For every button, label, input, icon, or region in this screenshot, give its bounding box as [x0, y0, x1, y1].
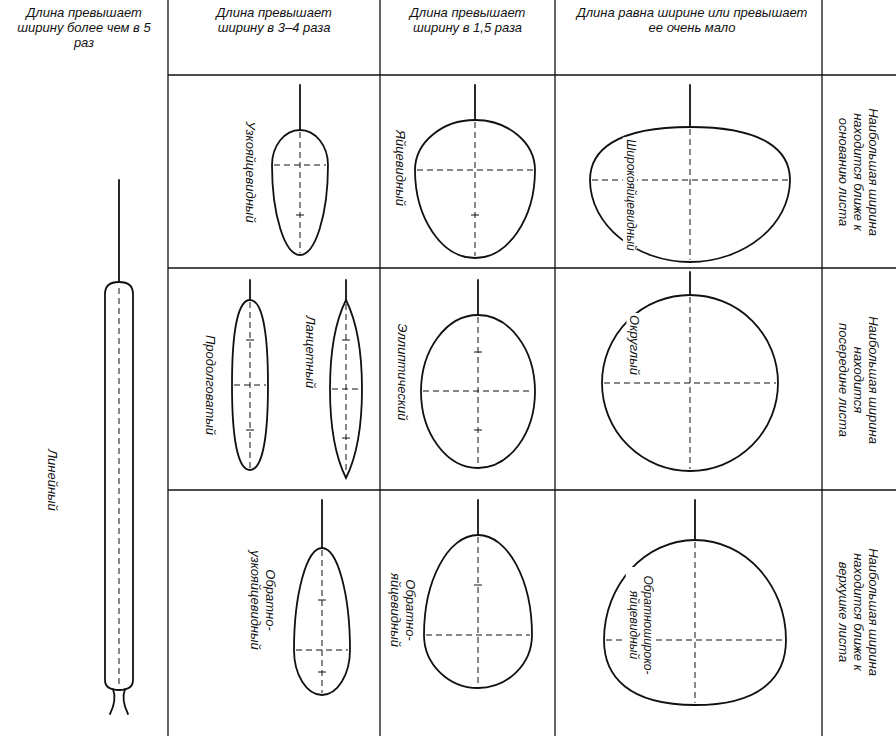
shape-name: Узкояйцевидный [243, 119, 258, 224]
row-header: Наибольшая ширина находится посередине л… [836, 308, 881, 452]
shape-name: Обратно- яйцевидный [387, 562, 417, 658]
shape-name: Линейный [45, 447, 60, 513]
shape-name: Широкояйцевидный [623, 137, 637, 252]
row-header: Наибольшая ширина находится ближе к осно… [836, 100, 881, 244]
row-header: Наибольшая ширина находится ближе к верх… [836, 540, 881, 684]
shape-name: Ланцетный [303, 314, 318, 391]
column-header: Длина превышает ширину в 1,5 раза [390, 6, 545, 36]
column-header: Длина равна ширине или превышает ее очен… [572, 6, 812, 36]
shape-name: Эллиптический [395, 321, 410, 422]
shape-name: Обратно- узкояйцевидный [247, 541, 277, 660]
shape-name: Округлый [627, 313, 642, 377]
shape-name: Яйцевидный [393, 128, 408, 208]
column-header: Длина превышает ширину в 3–4 раза [194, 6, 354, 36]
shape-name: Обратношироко- яйцевидный [626, 567, 654, 683]
column-header: Длина превышает ширину более чем в 5 раз [8, 6, 160, 51]
shape-name: Продолговатый [203, 333, 218, 437]
